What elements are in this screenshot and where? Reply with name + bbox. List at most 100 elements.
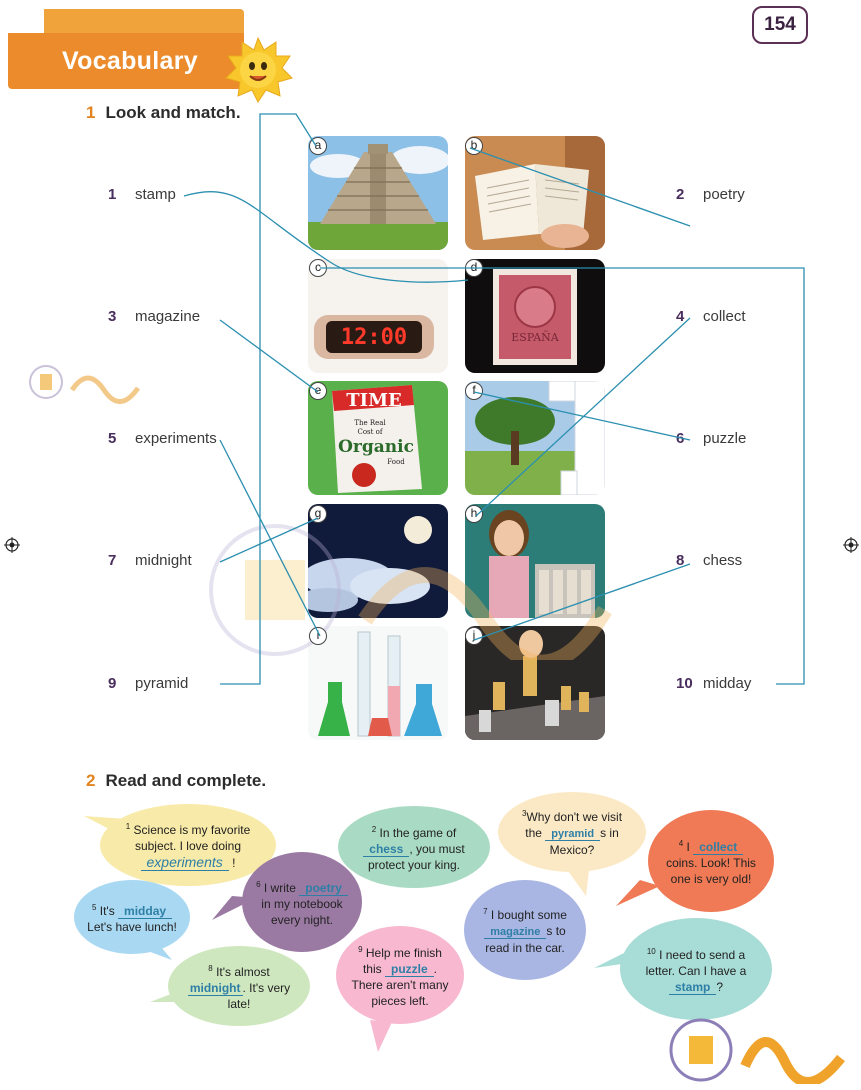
tail-4 <box>616 880 660 906</box>
bubble-text-before: It's almost <box>216 964 270 979</box>
bubble-1-answer-row: experiments ! <box>140 854 236 871</box>
word-label: pyramid <box>135 675 189 692</box>
word-label: poetry <box>703 186 745 203</box>
answer-field[interactable]: experiments <box>140 854 229 871</box>
word-label: experiments <box>135 430 217 447</box>
answer-field[interactable]: stamp <box>668 979 717 995</box>
word-item-experiments: 5 experiments <box>108 430 217 447</box>
word-number: 9 <box>108 675 117 692</box>
answer-field[interactable]: chess <box>363 841 410 857</box>
bubble-text-before: Science is my favorite subject. I love d… <box>133 823 251 853</box>
picture-poetry-book[interactable] <box>465 136 605 250</box>
bubble-number: 3 <box>521 809 527 818</box>
bubble-4: 4 I collect coins. Look! This one is ver… <box>648 810 774 912</box>
bubble-2: 2 In the game of chess, you must protect… <box>338 806 490 888</box>
watermark-logo-bottom-icon <box>669 1018 845 1084</box>
word-number: 1 <box>108 186 117 203</box>
bubble-number: 6 <box>256 879 261 889</box>
match-line-magazine-e <box>219 319 319 393</box>
bubble-5: 5 It's midday Let's have lunch! <box>74 880 190 954</box>
bubble-10-answer-row: stamp? <box>668 979 723 995</box>
word-number: 10 <box>676 675 693 692</box>
word-item-pyramid: 9 pyramid <box>108 675 188 692</box>
registration-mark-icon <box>4 537 20 553</box>
bubble-2-text: 2 In the game of <box>372 822 457 841</box>
bubble-text-after: ! <box>232 856 236 870</box>
bubble-8: 8 It's almost midnight. It's very late! <box>168 946 310 1026</box>
bubble-text-after: . There aren't many pieces left. <box>351 961 449 1008</box>
exercise1-number: 1 <box>86 103 96 122</box>
answer-field[interactable]: collect <box>693 839 744 855</box>
bubble-text-before: Help me finish this <box>362 945 442 976</box>
page-number: 154 <box>752 6 808 44</box>
magazine-masthead: TIME <box>346 390 401 411</box>
word-label: midnight <box>135 552 192 569</box>
bubble-9: 9 Help me finish this puzzle. There aren… <box>336 926 464 1024</box>
picture-clock[interactable]: 12:00 <box>308 259 448 373</box>
bubble-number: 10 <box>646 946 656 956</box>
word-item-stamp: 1 stamp <box>108 186 176 203</box>
answer-field[interactable]: pyramid <box>545 828 601 841</box>
word-number: 4 <box>676 308 685 325</box>
bubble-1: 1 Science is my favorite subject. I love… <box>100 804 276 886</box>
bubble-number: 4 <box>678 838 684 848</box>
watermark-center-icon <box>209 524 612 660</box>
letter-badge-j: j <box>465 627 483 645</box>
bubble-text-after: s in Mexico? <box>549 826 619 857</box>
word-label: midday <box>703 675 752 692</box>
magazine-headline: Organic <box>338 437 414 457</box>
bubble-number: 1 <box>125 822 131 831</box>
bubble-6: 6 I write poetry in my notebook every ni… <box>242 852 362 952</box>
banner-back-shape <box>44 9 244 37</box>
letter-badge-c: c <box>309 259 327 277</box>
bubble-2-answer-row: chess, you must protect your king. <box>356 841 472 873</box>
picture-puzzle[interactable] <box>465 381 605 495</box>
letter-badge-i: i <box>309 627 327 645</box>
bubble-text-before: I <box>686 839 690 854</box>
magazine-line1: The Real <box>354 419 386 427</box>
word-item-magazine: 3 magazine <box>108 308 200 325</box>
magazine-line2: Cost of <box>357 428 383 436</box>
picture-stamp[interactable]: ESPAÑA <box>465 259 605 373</box>
answer-field[interactable]: magazine <box>484 926 547 939</box>
bubble-5-text: 5 It's midday <box>91 900 173 919</box>
bubble-text-after: . It's very late! <box>227 980 291 1011</box>
letter-badge-g: g <box>309 505 327 523</box>
bubble-number: 5 <box>91 902 97 912</box>
stamp-text: ESPAÑA <box>511 330 560 344</box>
bubble-9-text: 9 Help me finish this puzzle. There aren… <box>350 942 450 1009</box>
bubble-text-before: In the game of <box>379 825 457 840</box>
bubble-text-before: It's <box>99 903 115 918</box>
word-number: 3 <box>108 308 117 325</box>
watermark-logo-icon <box>29 365 141 404</box>
registration-mark-icon <box>843 537 859 553</box>
word-number: 2 <box>676 186 685 203</box>
banner-title: Vocabulary <box>62 47 198 75</box>
word-label: puzzle <box>703 430 747 447</box>
bubble-1-text: 1 Science is my favorite subject. I love… <box>114 819 262 854</box>
answer-field[interactable]: midday <box>118 903 173 919</box>
word-label: stamp <box>135 186 176 203</box>
bubble-4-text: 4 I collect coins. Look! This one is ver… <box>662 836 760 887</box>
word-number: 5 <box>108 430 117 447</box>
bubble-text-before: Why don't we visit the <box>525 810 623 840</box>
word-label: magazine <box>135 308 201 325</box>
answer-field[interactable]: poetry <box>299 880 348 896</box>
exercise2-number: 2 <box>86 771 96 790</box>
sun-mascot-icon <box>225 36 293 103</box>
picture-pyramid[interactable] <box>308 136 448 250</box>
magazine-line3: Food <box>387 458 405 466</box>
answer-field[interactable]: midnight <box>187 980 243 996</box>
answer-field[interactable]: puzzle <box>385 961 434 977</box>
word-number: 8 <box>676 552 685 569</box>
picture-magazine[interactable]: TIME The Real Cost of Organic Food <box>308 381 448 495</box>
bubble-10: 10 I need to send a letter. Can I have a… <box>620 918 772 1020</box>
bubble-8-answer-row: midnight. It's very late! <box>184 980 294 1012</box>
bubble-6-text: 6 I write poetry in my notebook every ni… <box>254 877 350 928</box>
